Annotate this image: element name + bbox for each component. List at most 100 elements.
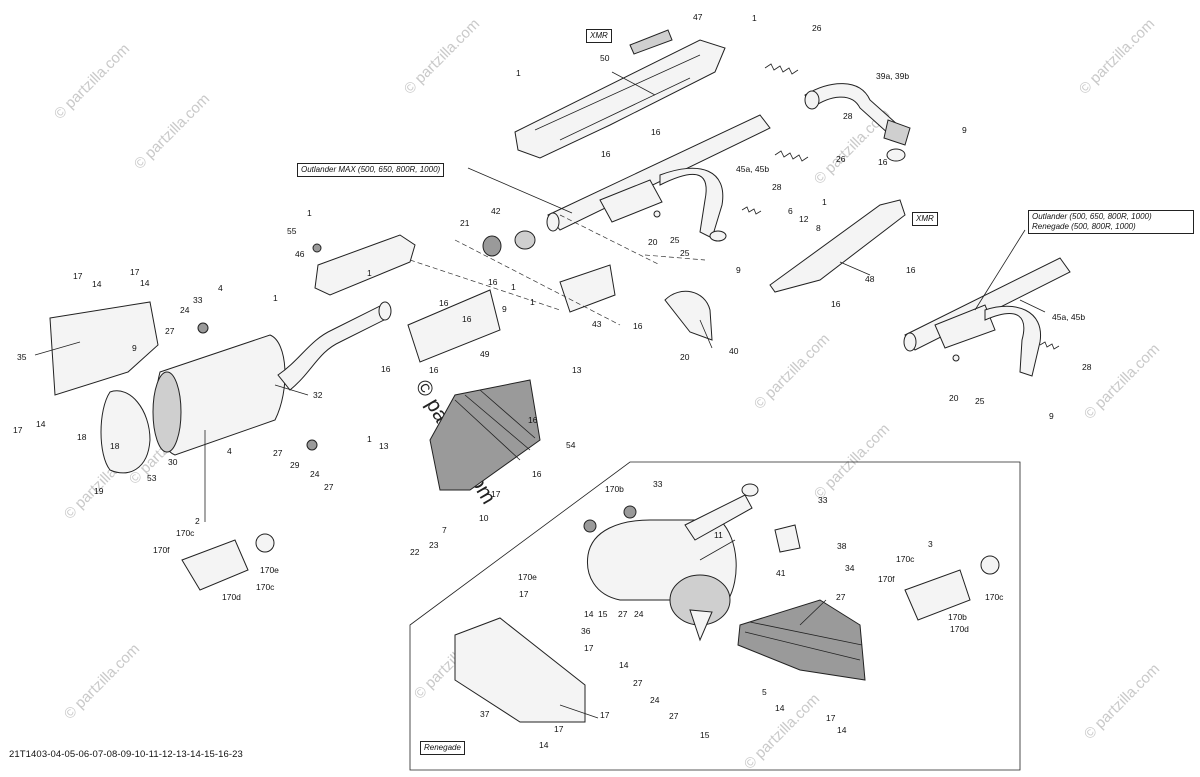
callout-label: 14 [539, 740, 549, 750]
callout-label: 24 [650, 695, 660, 705]
callout-label: 20 [949, 393, 959, 403]
callout-label: 1 [273, 293, 278, 303]
callout-label: 48 [865, 274, 875, 284]
callout-label: 40 [729, 346, 739, 356]
callout-label: 47 [693, 12, 703, 22]
hardware [197, 210, 960, 533]
callout-label: 16 [601, 149, 611, 159]
callout-label: 9 [502, 304, 507, 314]
leader-lines [34, 71, 1046, 719]
callout-label: 1 [367, 268, 372, 278]
callout-label: 25 [975, 396, 985, 406]
callout-label: 1 [530, 297, 535, 307]
callout-label: 46 [295, 249, 305, 259]
callout-label: 17 [13, 425, 23, 435]
svg-text:© partzilla.com: © partzilla.com [61, 641, 143, 723]
callout-label: 9 [736, 265, 741, 275]
callout-label: 33 [818, 495, 828, 505]
part-36-heat-shield [737, 599, 866, 681]
callout-label: 16 [831, 299, 841, 309]
part-21-clamp [482, 235, 502, 257]
callout-label: 18 [77, 432, 87, 442]
callout-label: 16 [439, 298, 449, 308]
callout-label: 5 [762, 687, 767, 697]
diagram-id: 21T1403-04-05-06-07-08-09-10-11-12-13-14… [9, 749, 243, 760]
svg-text:© partzilla.com: © partzilla.com [1081, 341, 1163, 423]
callout-label: 170d [950, 624, 969, 634]
callout-label: 14 [619, 660, 629, 670]
callout-label: 28 [772, 182, 782, 192]
callout-label: 16 [532, 469, 542, 479]
part-32-muffler [152, 301, 392, 456]
svg-text:© partzilla.com: © partzilla.com [131, 91, 213, 173]
part-43-bracket [559, 264, 616, 313]
callout-label: 170e [260, 565, 279, 575]
callout-label: 11 [714, 530, 723, 540]
callout-label: 45a, 45b [1052, 312, 1085, 322]
callout-label: 16 [462, 314, 472, 324]
callout-label: 15 [598, 609, 608, 619]
callout-label: 10 [479, 513, 489, 523]
callout-label: 28 [1082, 362, 1092, 372]
svg-text:© partzilla.com: © partzilla.com [401, 16, 483, 98]
callout-label: 8 [816, 223, 821, 233]
part-41-bracket [774, 524, 801, 553]
part-49-heat-shield [407, 289, 501, 363]
callout-label: 9 [1049, 411, 1054, 421]
callout-label: 14 [36, 419, 46, 429]
callout-label: 18 [110, 441, 120, 451]
callout-label: 2 [195, 516, 200, 526]
callout-label: 23 [429, 540, 439, 550]
label-outlander-max: Outlander MAX (500, 650, 800R, 1000) [297, 163, 445, 177]
callout-label: 16 [381, 364, 391, 374]
callout-label: 170d [222, 592, 241, 602]
callout-label: 16 [906, 265, 916, 275]
callout-label: 20 [648, 237, 658, 247]
alignment-lines [409, 214, 706, 326]
callout-label: 55 [287, 226, 297, 236]
callout-label: 17 [130, 267, 140, 277]
callout-label: 16 [528, 415, 538, 425]
callout-label: 28 [843, 111, 853, 121]
callout-label: 53 [147, 473, 157, 483]
svg-text:© partzilla.com: © partzilla.com [1076, 16, 1158, 98]
callout-label: 13 [379, 441, 389, 451]
callout-label: 27 [633, 678, 643, 688]
callout-label: 24 [310, 469, 320, 479]
label-outlander-line1: Outlander (500, 650, 800R, 1000) [1032, 212, 1152, 221]
springs [741, 63, 1060, 350]
callout-label: 9 [962, 125, 967, 135]
callout-label: 54 [566, 440, 576, 450]
callout-label: 17 [554, 724, 564, 734]
callout-label: 21 [460, 218, 470, 228]
callout-label: 42 [491, 206, 501, 216]
part-46-bracket [314, 234, 416, 296]
callout-label: 27 [669, 711, 679, 721]
svg-text:© partzilla.com: © partzilla.com [1081, 661, 1163, 743]
part-45b-center-pipe [903, 257, 1071, 377]
part-48-heat-shield [769, 199, 906, 293]
callout-label: 1 [822, 197, 827, 207]
callout-label: 34 [845, 563, 855, 573]
callout-label: 14 [92, 279, 102, 289]
svg-text:© partzilla.com: © partzilla.com [751, 331, 833, 413]
part-35-muffler-cover [49, 301, 159, 396]
callout-label: 39a, 39b [876, 71, 909, 81]
callout-label: 13 [572, 365, 582, 375]
callout-label: 14 [584, 609, 594, 619]
callout-label: 27 [324, 482, 334, 492]
label-outlander-renegade: Outlander (500, 650, 800R, 1000) Renegad… [1028, 210, 1194, 234]
callout-label: 17 [584, 643, 594, 653]
part-37-muffler-cover [454, 617, 586, 723]
callout-label: 1 [516, 68, 521, 78]
callout-label: 20 [680, 352, 690, 362]
callout-label: 38 [837, 541, 847, 551]
callout-label: 29 [290, 460, 300, 470]
callout-label: 16 [878, 157, 888, 167]
callout-label: 170b [948, 612, 967, 622]
callout-label: 7 [442, 525, 447, 535]
callout-label: 17 [519, 589, 529, 599]
part-170-flange-right [904, 555, 1000, 621]
